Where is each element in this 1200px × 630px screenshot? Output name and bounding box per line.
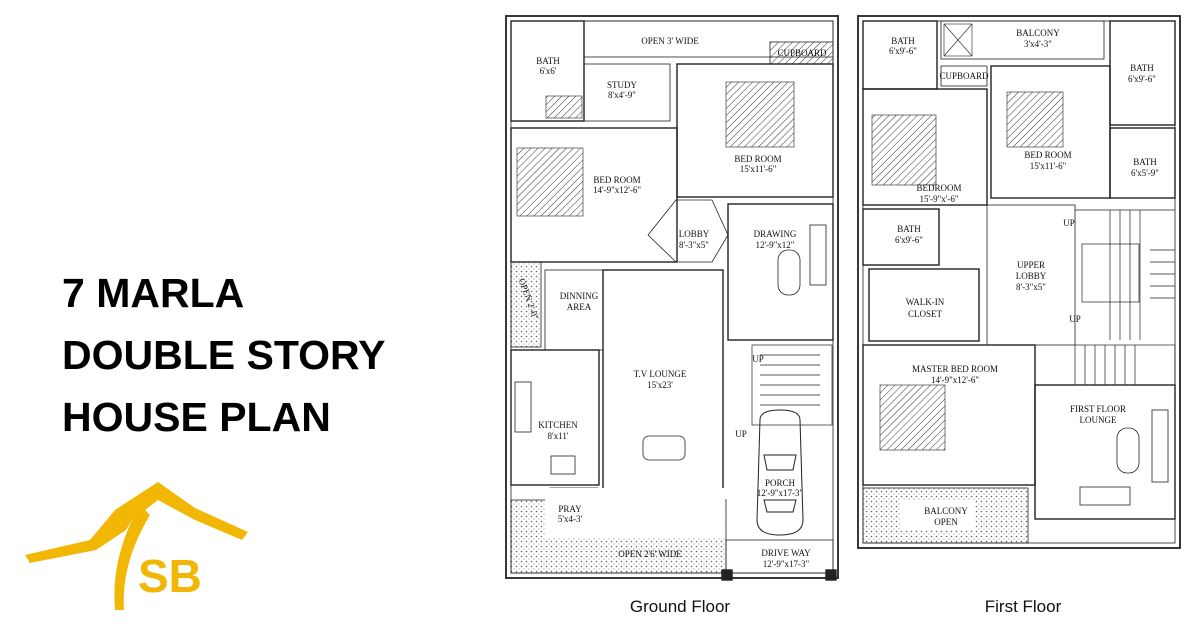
ff-bath-3 — [1109, 127, 1176, 199]
gf-label-open26: OPEN 2'6' WIDE — [618, 549, 682, 559]
ff-label-balcony-open: BALCONY — [924, 506, 968, 516]
first-floor-labels: BATH 6'x9'-6" BALCONY 3'x4'-3" BATH 6'x9… — [889, 28, 1159, 527]
gf-label-bedroom1: BED ROOM — [734, 154, 781, 164]
gf-label-pray: PRAY — [558, 504, 582, 514]
gf-label-bedroom2: BED ROOM — [593, 175, 640, 185]
gf-label-driveway-size: 12'-9"x17-3" — [763, 559, 810, 569]
gf-label-up-2: UP — [735, 429, 747, 439]
gf-bedroom-2 — [510, 127, 678, 263]
gf-label-bedroom1-size: 15'x11'-6" — [740, 164, 777, 174]
ff-label-up-2: UP — [1069, 314, 1081, 324]
first-floor-plan — [857, 15, 1181, 549]
ground-floor-caption: Ground Floor — [629, 597, 731, 616]
gf-drawing — [727, 203, 834, 341]
ff-first-floor-lounge — [1034, 384, 1176, 520]
gf-drive-way — [725, 539, 834, 574]
logo-text: SB — [138, 550, 202, 602]
ff-label-bath1-size: 6'x9'-6" — [889, 46, 917, 56]
gf-stairs — [751, 344, 833, 426]
title-line-3: HOUSE PLAN — [62, 394, 331, 440]
ff-label-bedroom: BEDROOM — [916, 183, 961, 193]
gf-car — [756, 409, 804, 536]
ff-label-balcony: BALCONY — [1016, 28, 1060, 38]
gf-label-tvlounge: T.V LOUNGE — [634, 369, 687, 379]
gf-label-study-size: 8'x4'-9" — [608, 90, 636, 100]
ff-label-balcony-size: 3'x4'-3" — [1024, 39, 1052, 49]
gf-label-up-1: UP — [752, 354, 764, 364]
ff-balcony — [940, 20, 1105, 60]
title-line-1: 7 MARLA — [62, 270, 245, 316]
gf-tv-lounge — [602, 269, 724, 521]
ff-label-lobby: LOBBY — [1016, 271, 1047, 281]
title-line-2: DOUBLE STORY — [62, 332, 386, 378]
gf-label-open3: OPEN 3' WIDE — [641, 36, 699, 46]
gf-label-bath-size: 6'x6' — [540, 66, 557, 76]
sb-logo: SB — [25, 482, 248, 610]
ff-label-bath3: BATH — [1133, 157, 1157, 167]
gf-label-drawing: DRAWING — [754, 229, 797, 239]
ff-stairs — [1074, 209, 1176, 386]
ff-label-master: MASTER BED ROOM — [912, 364, 998, 374]
gf-label-kitchen-size: 8'x11' — [548, 431, 569, 441]
ff-label-cupboard: CUPBOARD — [939, 71, 989, 81]
ff-label-bath2-size: 6'x9'-6" — [1128, 74, 1156, 84]
gf-label-lobby-size: 8'-3"x5" — [679, 240, 709, 250]
gf-label-drawing-size: 12'-9"x12" — [756, 240, 795, 250]
ff-bath-2 — [1109, 20, 1176, 126]
gf-label-bath: BATH — [536, 56, 560, 66]
first-floor-caption: First Floor — [984, 597, 1062, 616]
gf-open-left — [510, 261, 542, 348]
gf-label-lobby: LOBBY — [679, 229, 710, 239]
ff-cupboard — [940, 65, 988, 87]
ff-label-balcony-open-2: OPEN — [934, 517, 958, 527]
ff-label-bath4: BATH — [897, 224, 921, 234]
logo-swoosh — [114, 505, 150, 610]
gf-label-pray-size: 5'x4-3' — [558, 514, 583, 524]
ff-label-bath2: BATH — [1130, 63, 1154, 73]
ff-label-closet: CLOSET — [908, 309, 943, 319]
logo-roof-shape — [25, 482, 248, 563]
ff-label-fflounge: FIRST FLOOR — [1070, 404, 1126, 414]
gf-label-porch: PORCH — [765, 478, 796, 488]
page-title: 7 MARLA DOUBLE STORY HOUSE PLAN — [62, 262, 385, 448]
ff-label-up-1: UP — [1063, 218, 1075, 228]
ff-label-lobby-size: 8'-3"x5" — [1016, 282, 1046, 292]
gf-label-dinning-area: AREA — [567, 302, 592, 312]
ff-label-upper: UPPER — [1017, 260, 1045, 270]
gf-kitchen — [510, 349, 600, 486]
gf-label-dinning: DINNING — [560, 291, 599, 301]
ground-floor-plan — [505, 15, 839, 581]
ff-bath-4 — [862, 208, 940, 266]
gf-label-bedroom2-size: 14'-9"x12'-6" — [593, 185, 641, 195]
ff-label-bedroom2: BED ROOM — [1024, 150, 1071, 160]
ff-label-walkin: WALK-IN — [906, 297, 945, 307]
gf-label-study: STUDY — [607, 80, 638, 90]
gf-label-porch-size: 12'-9"x17-3" — [757, 488, 804, 498]
ff-bedroom — [862, 88, 988, 206]
gf-label-driveway: DRIVE WAY — [761, 548, 811, 558]
gf-label-tvlounge-size: 15'x23' — [647, 380, 673, 390]
ff-label-master-size: 14'-9"x12'-6" — [931, 375, 979, 385]
ff-label-bedroom-size: 15'-9"x'-6" — [919, 194, 958, 204]
ff-walk-in-closet — [868, 268, 980, 342]
ff-label-bedroom2-size: 15'x11'-6" — [1030, 161, 1067, 171]
gf-label-kitchen: KITCHEN — [538, 420, 578, 430]
ff-label-bath4-size: 6'x9'-6" — [895, 235, 923, 245]
gf-label-cupboard: CUPBOARD — [777, 48, 827, 58]
ff-label-bath3-size: 6'x5'-9" — [1131, 168, 1159, 178]
ff-label-bath1: BATH — [891, 36, 915, 46]
gf-study — [583, 63, 671, 122]
ff-label-fflounge-2: LOUNGE — [1080, 415, 1117, 425]
